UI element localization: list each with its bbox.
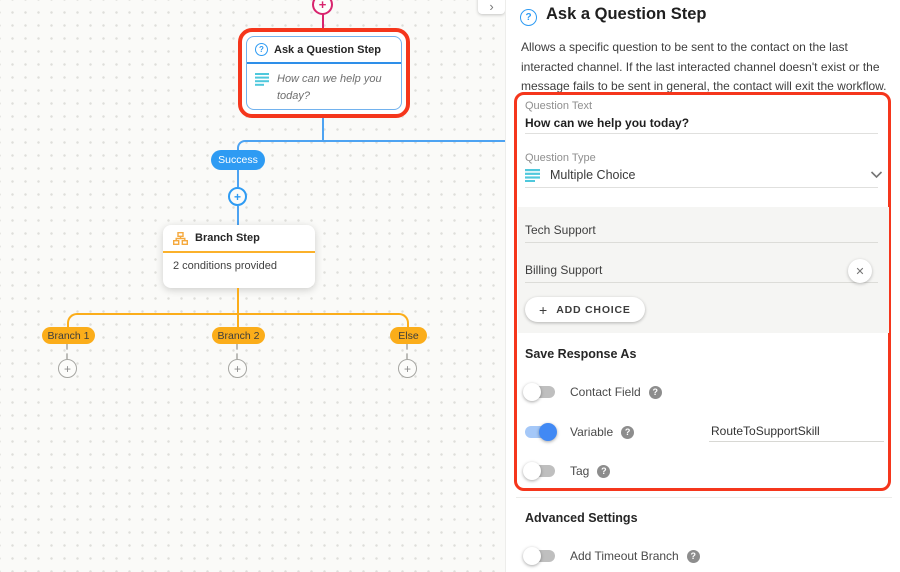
- section-divider: [516, 497, 892, 498]
- node-title: Ask a Question Step: [274, 43, 381, 56]
- question-text-input[interactable]: How can we help you today?: [525, 116, 690, 130]
- node-divider: [163, 251, 315, 253]
- connector-line: [322, 13, 324, 32]
- panel-title: Ask a Question Step: [546, 5, 707, 23]
- question-type-label: Question Type: [525, 152, 596, 164]
- question-circle-icon: [255, 43, 268, 56]
- input-underline: [525, 133, 878, 134]
- help-icon[interactable]: [648, 385, 662, 399]
- plus-icon: [539, 302, 547, 318]
- connector-corner: [237, 140, 251, 152]
- else-branch-badge[interactable]: Else: [390, 327, 427, 344]
- question-circle-icon: [520, 9, 537, 26]
- timeout-toggle-row: Add Timeout Branch: [523, 547, 700, 565]
- timeout-branch-toggle[interactable]: [523, 547, 555, 565]
- help-icon[interactable]: [686, 549, 700, 563]
- dashed-connector: [406, 344, 408, 359]
- variable-name-input[interactable]: RouteToSupportSkill: [711, 424, 820, 438]
- node-subtitle: 2 conditions provided: [173, 260, 277, 272]
- branch-step-node[interactable]: Branch Step 2 conditions provided: [163, 225, 315, 288]
- variable-toggle-row: Variable: [525, 423, 635, 441]
- contact-field-toggle-row: Contact Field: [523, 383, 662, 401]
- connector-line: [322, 118, 324, 142]
- connector-line: [237, 206, 239, 225]
- tag-toggle-row: Tag: [523, 462, 611, 480]
- add-step-button[interactable]: [312, 0, 333, 15]
- help-icon[interactable]: [597, 464, 611, 478]
- workflow-canvas[interactable]: Ask a Question Step How can we help you …: [0, 0, 505, 572]
- add-step-button[interactable]: [58, 359, 77, 378]
- question-type-select[interactable]: Multiple Choice: [525, 168, 635, 182]
- add-step-button[interactable]: [228, 187, 247, 206]
- list-icon: [525, 168, 540, 182]
- add-step-button[interactable]: [398, 359, 417, 378]
- close-icon[interactable]: [848, 259, 872, 283]
- connector-line: [245, 140, 505, 142]
- list-icon: [255, 73, 269, 86]
- success-branch-badge[interactable]: Success: [211, 150, 265, 170]
- collapse-panel-button[interactable]: [478, 0, 505, 14]
- branch-connector: [67, 313, 409, 327]
- chevron-down-icon[interactable]: [870, 171, 883, 179]
- node-divider: [247, 62, 401, 64]
- panel-description: Allows a specific question to be sent to…: [521, 40, 887, 94]
- branch-2-badge[interactable]: Branch 2: [212, 327, 265, 344]
- input-underline: [525, 242, 878, 243]
- input-underline: [709, 441, 884, 442]
- dashed-connector: [66, 344, 68, 359]
- branch-1-badge[interactable]: Branch 1: [42, 327, 95, 344]
- sitemap-icon: [173, 231, 188, 245]
- save-response-label: Save Response As: [525, 347, 637, 361]
- help-icon[interactable]: [621, 425, 635, 439]
- advanced-settings-label: Advanced Settings: [525, 511, 638, 525]
- choice-input[interactable]: Billing Support: [525, 263, 603, 277]
- input-underline: [525, 282, 878, 283]
- node-message-preview: How can we help you today?: [277, 73, 382, 102]
- variable-toggle[interactable]: [525, 423, 557, 441]
- question-text-label: Question Text: [525, 100, 593, 112]
- choice-input[interactable]: Tech Support: [525, 223, 596, 237]
- tag-toggle[interactable]: [523, 462, 555, 480]
- connector-line: [237, 170, 239, 187]
- dashed-connector: [236, 344, 238, 359]
- annotation-highlight-box: [514, 92, 891, 491]
- add-choice-button[interactable]: ADD CHOICE: [525, 297, 645, 322]
- input-underline: [525, 187, 878, 188]
- question-step-node[interactable]: Ask a Question Step How can we help you …: [246, 36, 402, 110]
- step-settings-panel: Ask a Question Step Allows a specific qu…: [505, 0, 900, 572]
- node-title: Branch Step: [195, 232, 260, 244]
- contact-field-toggle[interactable]: [523, 383, 555, 401]
- question-type-value: Multiple Choice: [550, 168, 636, 182]
- connector-line: [237, 288, 239, 328]
- add-step-button[interactable]: [228, 359, 247, 378]
